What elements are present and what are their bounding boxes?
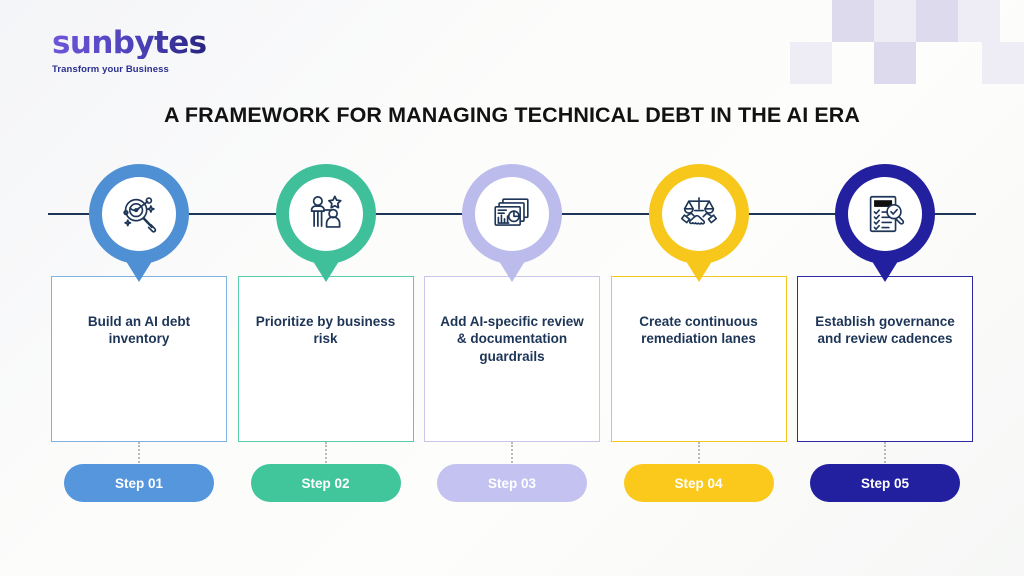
step-card-4: Create continuous remediation lanes bbox=[610, 276, 787, 442]
step-connector-dots-2 bbox=[324, 442, 327, 466]
step-card-text: Prioritize by business risk bbox=[255, 314, 396, 347]
step-card-2: Prioritize by business risk bbox=[237, 276, 414, 442]
step-pill-label: Step 03 bbox=[487, 475, 537, 491]
step-column-5: Establish governance and review cadences… bbox=[792, 0, 978, 576]
checklist-magnifier-icon bbox=[848, 177, 922, 251]
brand-logo: sunbytes Transform your Business bbox=[52, 28, 282, 76]
step-card-3: Add AI-specific review & documentation g… bbox=[424, 276, 600, 442]
person-star-people-icon bbox=[288, 177, 363, 251]
step-card-text: Build an AI debt inventory bbox=[87, 314, 191, 347]
step-pin-4[interactable] bbox=[648, 164, 749, 264]
step-pill-label: Step 04 bbox=[674, 475, 723, 491]
step-card-1: Build an AI debt inventory bbox=[51, 276, 227, 442]
step-pin-3[interactable] bbox=[462, 164, 562, 264]
step-connector-dots-5 bbox=[884, 442, 886, 466]
step-pill-1[interactable]: Step 01 bbox=[64, 464, 214, 502]
page-title: A FRAMEWORK FOR MANAGING TECHNICAL DEBT … bbox=[163, 103, 861, 127]
step-card-text: Establish governance and review cadences bbox=[815, 314, 955, 347]
step-connector-dots-4 bbox=[697, 442, 700, 466]
step-pill-2[interactable]: Step 02 bbox=[250, 464, 401, 502]
step-pill-5[interactable]: Step 05 bbox=[810, 464, 960, 502]
step-pin-1[interactable] bbox=[89, 164, 189, 264]
step-pill-3[interactable]: Step 03 bbox=[437, 464, 587, 502]
step-pin-2[interactable] bbox=[275, 164, 376, 264]
step-connector-dots-1 bbox=[138, 442, 140, 466]
brand-logo-wordmark: sunbytes bbox=[52, 28, 282, 59]
report-cards-charts-icon bbox=[475, 177, 549, 251]
magnifier-radar-sparkle-icon bbox=[102, 177, 176, 251]
step-pill-4[interactable]: Step 04 bbox=[623, 464, 774, 502]
step-card-text: Create continuous remediation lanes bbox=[639, 314, 758, 347]
step-pill-label: Step 05 bbox=[860, 475, 910, 491]
step-pill-label: Step 01 bbox=[114, 475, 164, 491]
brand-tagline: Transform your Business bbox=[52, 64, 169, 75]
step-pin-5[interactable] bbox=[835, 164, 935, 264]
handshake-scales-icon bbox=[661, 177, 736, 251]
step-pill-label: Step 02 bbox=[301, 475, 350, 491]
step-connector-dots-3 bbox=[511, 442, 513, 466]
step-column-3: Add AI-specific review & documentation g… bbox=[419, 0, 605, 576]
step-card-text: Add AI-specific review & documentation g… bbox=[440, 314, 584, 364]
step-card-5: Establish governance and review cadences bbox=[797, 276, 973, 442]
